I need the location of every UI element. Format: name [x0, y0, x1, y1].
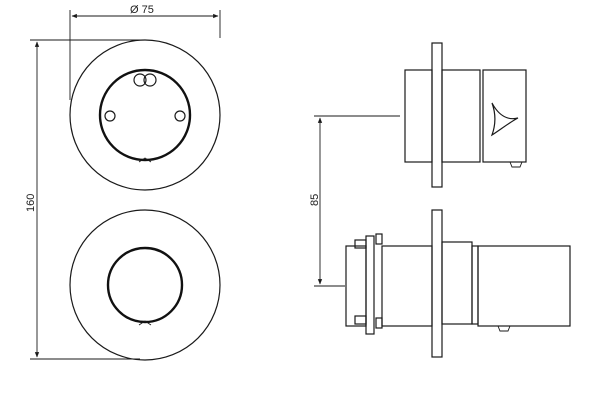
front-view-lower-rosette — [69, 209, 221, 361]
diameter-dimension: Ø 75 — [69, 4, 221, 100]
height-dimension: 160 — [25, 39, 140, 360]
height-label: 160 — [25, 194, 37, 212]
front-view-upper-rosette — [69, 39, 221, 191]
side-view-lower-body — [345, 209, 571, 358]
offset-dimension: 85 — [309, 115, 400, 287]
diameter-label: Ø 75 — [130, 4, 154, 16]
offset-label: 85 — [309, 194, 321, 206]
side-view-upper-body — [404, 42, 527, 188]
